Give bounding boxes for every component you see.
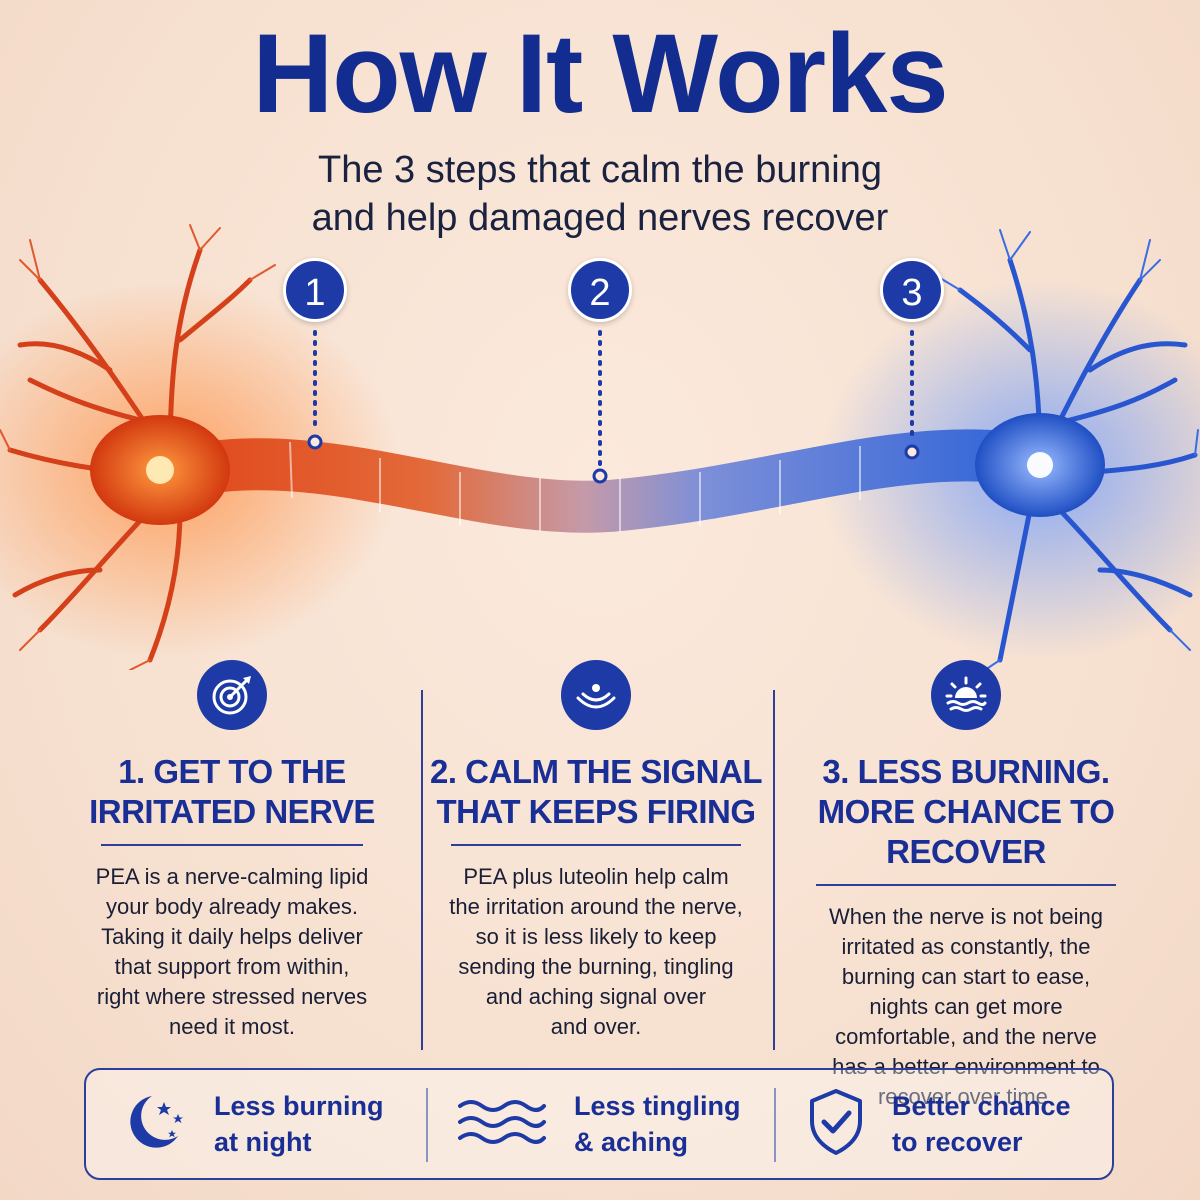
heading-rule xyxy=(451,844,741,846)
step-heading-2: 2. CALM THE SIGNAL THAT KEEPS FIRING xyxy=(416,752,776,832)
body-line: has a better environment to xyxy=(832,1054,1100,1079)
connector-dot-1 xyxy=(307,434,323,450)
step-heading-1-line-2: IRRITATED NERVE xyxy=(89,793,375,830)
benefit-label-night: Less burning at night xyxy=(214,1088,384,1160)
benefit-label-tingling: Less tingling & aching xyxy=(574,1088,741,1160)
benefit-line-1: Less tingling xyxy=(574,1091,741,1121)
step-heading-2-line-2: THAT KEEPS FIRING xyxy=(436,793,756,830)
step-body-1: PEA is a nerve-calming lipid your body a… xyxy=(52,862,412,1042)
step-heading-3-line-2: MORE CHANCE TO RECOVER xyxy=(817,793,1115,870)
body-line: When the nerve is not being xyxy=(829,904,1103,929)
body-line: need it most. xyxy=(169,1014,295,1039)
body-line: PEA plus luteolin help calm xyxy=(463,864,729,889)
benefit-divider xyxy=(426,1088,428,1162)
step-heading-2-line-1: 2. CALM THE SIGNAL xyxy=(429,753,763,790)
target-icon xyxy=(197,660,267,730)
step-body-2: PEA plus luteolin help calm the irritati… xyxy=(416,862,776,1042)
step-column-2: 2. CALM THE SIGNAL THAT KEEPS FIRING PEA… xyxy=(416,660,776,1042)
benefits-bar: Less burning at night Less tingling & ac… xyxy=(84,1068,1114,1180)
benefit-label-recover: Better chance to recover xyxy=(892,1088,1071,1160)
column-divider xyxy=(773,690,775,1050)
body-line: comfortable, and the nerve xyxy=(835,1024,1097,1049)
step-body-3: When the nerve is not being irritated as… xyxy=(786,902,1146,1112)
heading-rule xyxy=(816,884,1116,886)
subtitle-line-1: The 3 steps that calm the burning xyxy=(318,149,882,191)
body-line: Taking it daily helps deliver xyxy=(101,924,363,949)
body-line: the irritation around the nerve, xyxy=(449,894,743,919)
benefit-line-2: at night xyxy=(214,1127,312,1157)
benefit-line-1: Less burning xyxy=(214,1091,384,1121)
heading-rule xyxy=(101,844,363,846)
body-line: and aching signal over xyxy=(485,984,707,1009)
body-line: irritated as constantly, the xyxy=(841,934,1091,959)
sunrise-icon xyxy=(931,660,1001,730)
calm-waves-icon xyxy=(561,660,631,730)
step-marker-1: 1 xyxy=(283,258,347,322)
body-line: and over. xyxy=(550,1014,642,1039)
benefit-line-2: to recover xyxy=(892,1127,1023,1157)
benefit-divider xyxy=(774,1088,776,1162)
connector-dot-3 xyxy=(904,444,920,460)
moon-stars-icon xyxy=(118,1090,188,1159)
step-connectors xyxy=(313,330,914,468)
nerve-illustration xyxy=(0,224,1200,670)
benefit-line-1: Better chance xyxy=(892,1091,1071,1121)
column-divider xyxy=(421,690,423,1050)
step-marker-2: 2 xyxy=(568,258,632,322)
benefit-line-2: & aching xyxy=(574,1127,689,1157)
shield-check-icon xyxy=(806,1087,866,1162)
waves-icon xyxy=(456,1092,548,1157)
page-title: How It Works xyxy=(252,11,948,136)
step-heading-3: 3. LESS BURNING. MORE CHANCE TO RECOVER xyxy=(786,752,1146,872)
benefit-item-recover: Better chance to recover xyxy=(806,1070,1071,1178)
body-line: that support from within, xyxy=(114,954,350,979)
benefit-item-night: Less burning at night xyxy=(118,1070,384,1178)
body-line: nights can get more xyxy=(869,994,1063,1019)
connector-dot-2 xyxy=(592,468,608,484)
body-line: your body already makes. xyxy=(106,894,358,919)
page-subtitle: The 3 steps that calm the burning and he… xyxy=(0,146,1200,242)
step-heading-3-line-1: 3. LESS BURNING. xyxy=(822,753,1110,790)
body-line: burning can start to ease, xyxy=(841,964,1091,989)
step-column-3: 3. LESS BURNING. MORE CHANCE TO RECOVER … xyxy=(786,660,1146,1112)
body-line: recover over time. xyxy=(877,1084,1055,1109)
step-marker-3: 3 xyxy=(880,258,944,322)
myelin-segments xyxy=(289,441,861,532)
body-line: so it is less likely to keep xyxy=(475,924,717,949)
body-line: PEA is a nerve-calming lipid xyxy=(95,864,369,889)
benefit-item-tingling: Less tingling & aching xyxy=(456,1070,741,1178)
body-line: right where stressed nerves xyxy=(96,984,368,1009)
step-heading-1: 1. GET TO THE IRRITATED NERVE xyxy=(52,752,412,832)
step-column-1: 1. GET TO THE IRRITATED NERVE PEA is a n… xyxy=(52,660,412,1042)
step-heading-1-line-1: 1. GET TO THE xyxy=(118,753,346,790)
subtitle-line-2: and help damaged nerves recover xyxy=(311,197,889,239)
body-line: sending the burning, tingling xyxy=(458,954,734,979)
